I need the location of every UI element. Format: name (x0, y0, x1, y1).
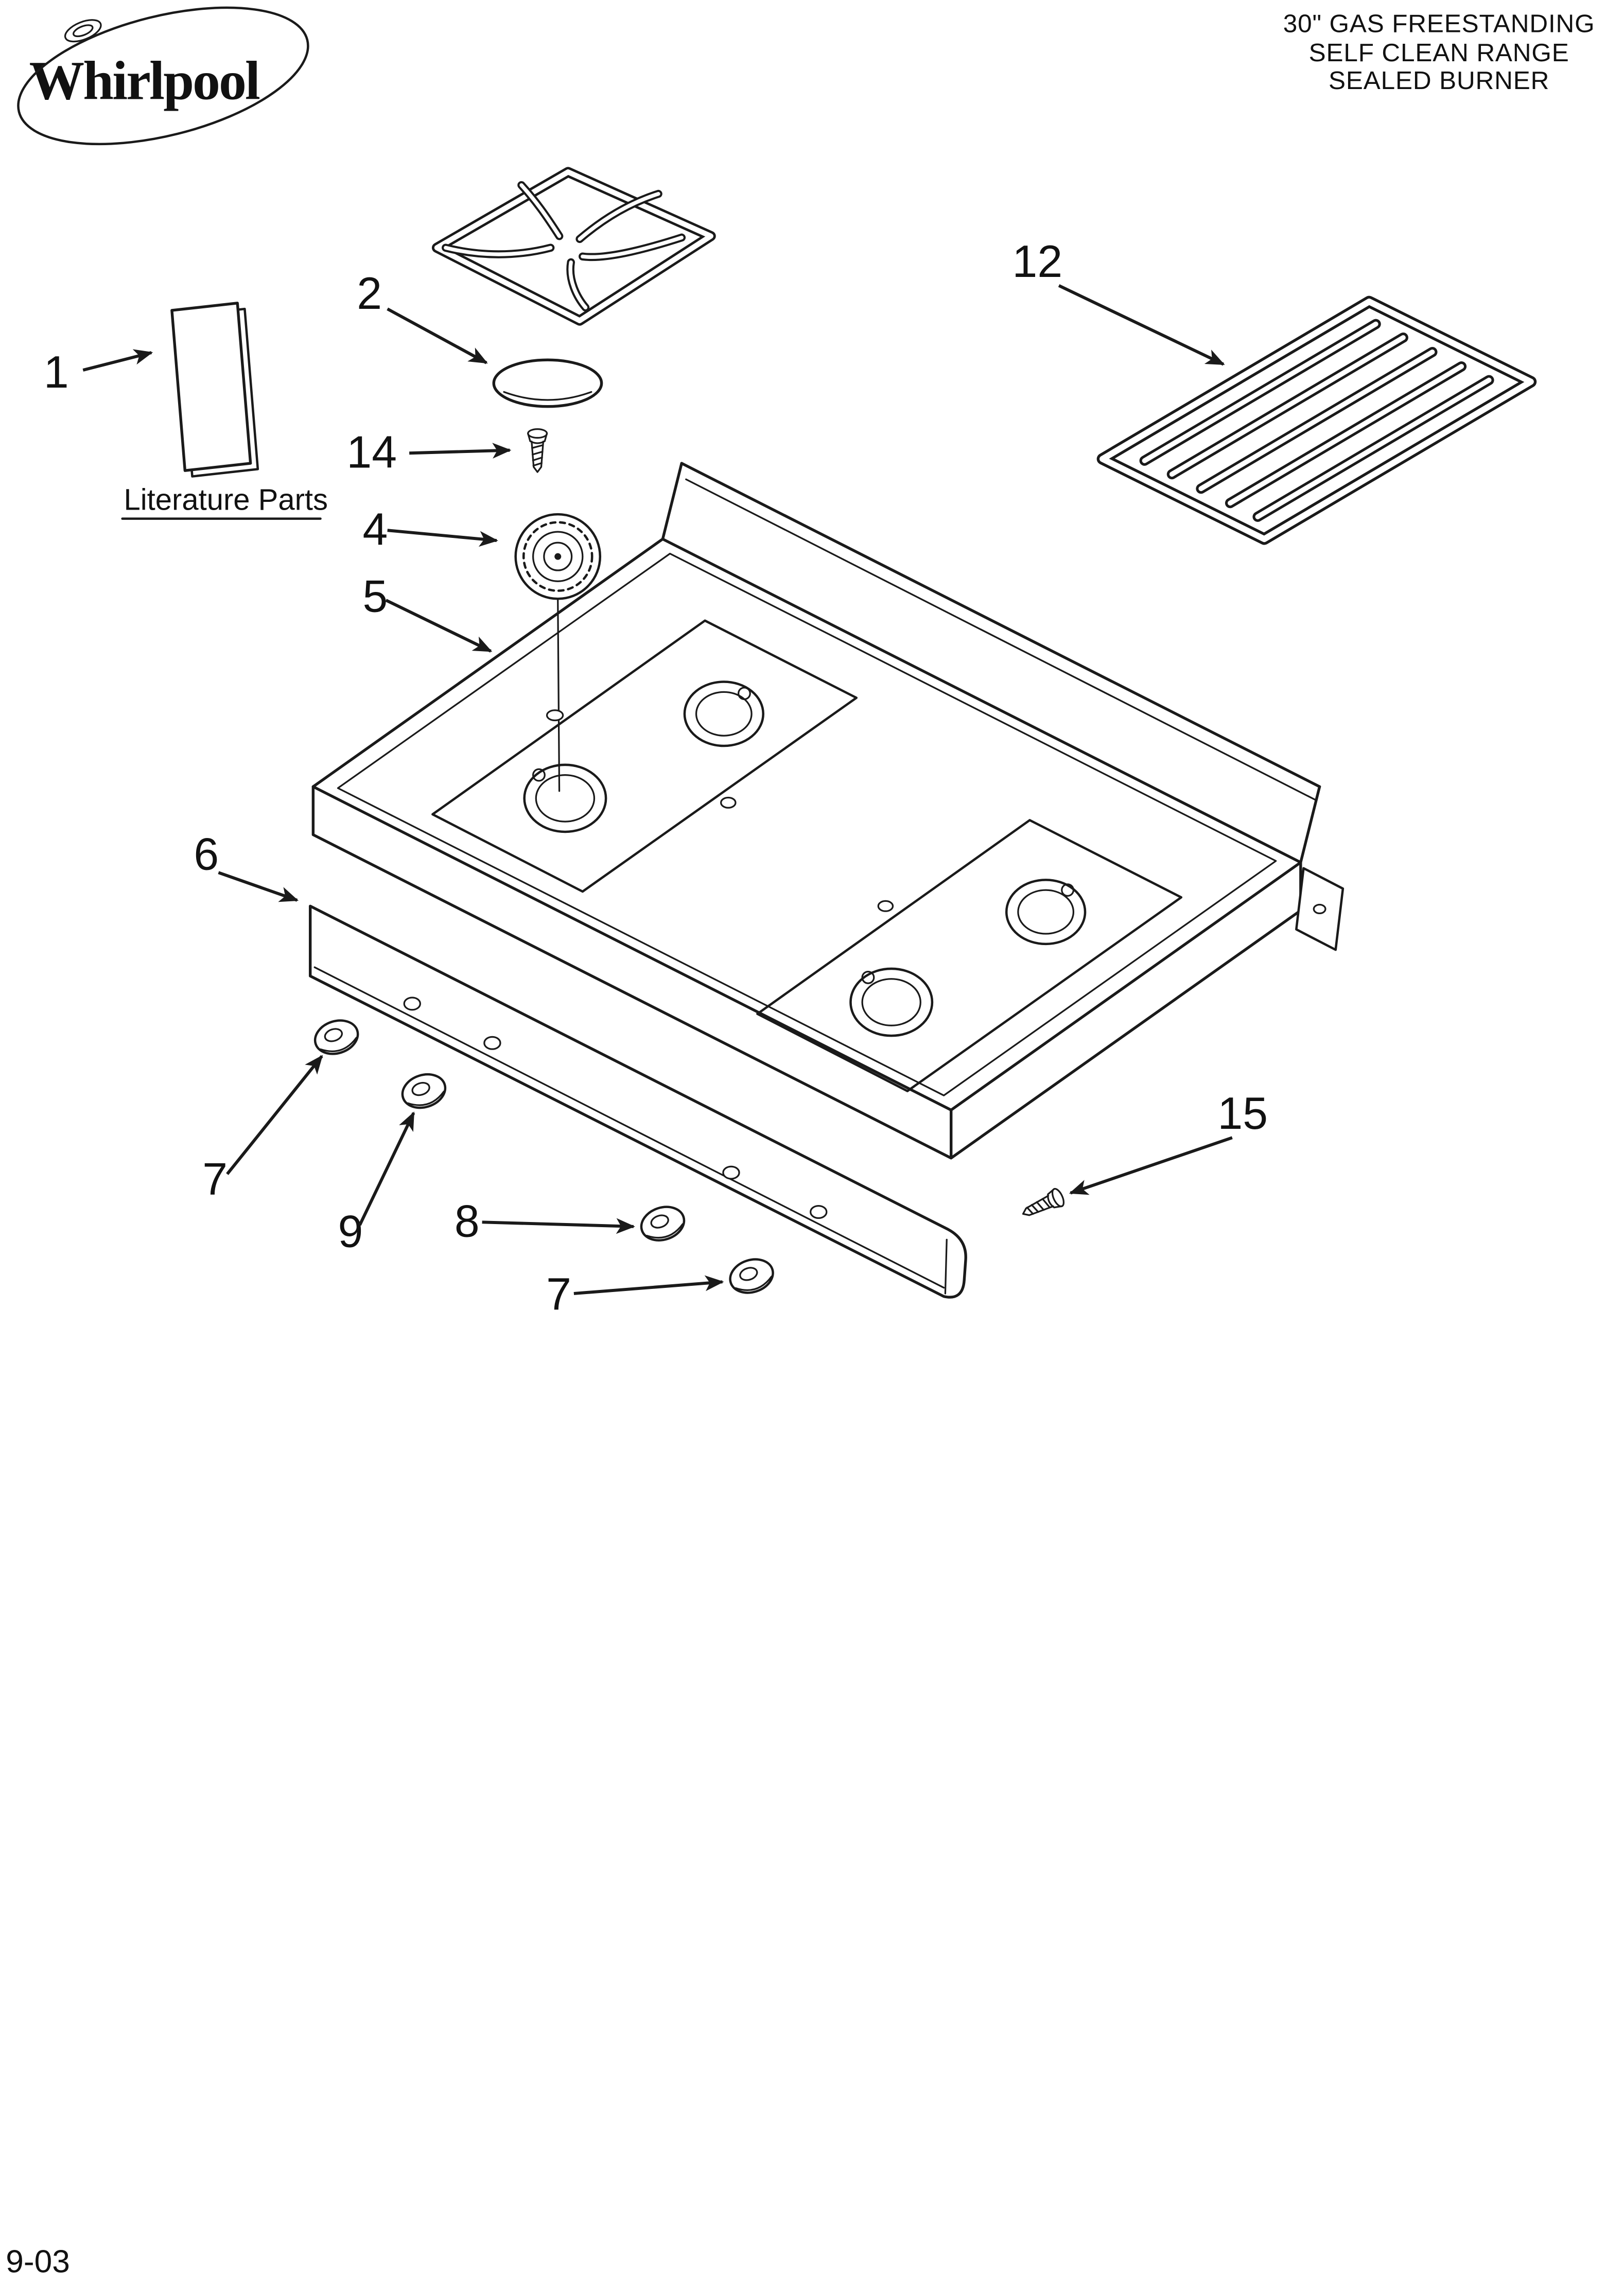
control-panel (309, 904, 967, 1299)
callout-1-arrow (82, 349, 153, 372)
small-grate-fingers (442, 181, 686, 312)
screw-15 (1018, 1186, 1067, 1224)
callout-14-arrow (409, 443, 512, 459)
callout-12-arrow (1058, 284, 1225, 366)
callout-15-arrow (1069, 1136, 1233, 1195)
burner-back-left (683, 680, 764, 747)
igniter-icon (532, 768, 546, 782)
logo-swirl-inner-icon (73, 24, 94, 38)
burner-cap-shade (503, 391, 592, 401)
knob-hole (722, 1165, 740, 1180)
literature-parts-label: Literature Parts (124, 483, 328, 517)
callout-7b-arrow (573, 1275, 724, 1295)
knob-2 (398, 1069, 449, 1113)
logo-ellipse-icon (17, 6, 309, 146)
burner-assembly-group: 4 (363, 504, 602, 792)
page-header: 30" GAS FREESTANDING SELF CLEAN RANGE SE… (1283, 10, 1595, 95)
igniter-icon (737, 687, 751, 701)
control-panel-fold-line (313, 966, 945, 1289)
large-grate-rails (1139, 319, 1494, 522)
whirlpool-logo: Whirlpool (17, 6, 309, 146)
backsplash-ends (661, 462, 1321, 864)
burner-locator-line (557, 599, 561, 792)
callout-5-arrow (385, 599, 493, 653)
footer-revision: 9-03 (6, 2244, 70, 2279)
callout-6-label: 6 (194, 829, 219, 880)
header-line-2: SELF CLEAN RANGE (1309, 39, 1569, 67)
header-line-3: SEALED BURNER (1329, 66, 1549, 95)
knob-1 (311, 1015, 362, 1059)
sealed-burner (514, 513, 602, 600)
knob-3 (637, 1201, 688, 1245)
knob-4 (726, 1254, 777, 1298)
burner-center (554, 553, 562, 560)
right-burner-well (756, 819, 1183, 1092)
cooktop-group: 5 (311, 462, 1344, 1160)
cooktop-inner-rim (337, 552, 1277, 1096)
burner-back-right (1005, 879, 1087, 946)
large-grate-group: 12 (1012, 236, 1537, 545)
small-grate-frame (431, 167, 716, 326)
callout-14-label: 14 (346, 427, 397, 478)
callout-7a-arrow (226, 1055, 323, 1175)
callout-9-arrow (358, 1111, 415, 1226)
backsplash-flange-line (685, 478, 1316, 801)
literature-parts-group: 1 Literature Parts (44, 302, 328, 520)
callout-2-label: 2 (357, 268, 382, 319)
igniter-icon (1061, 883, 1075, 897)
brand-wordmark: Whirlpool (29, 50, 260, 112)
callout-8-arrow (482, 1218, 635, 1234)
igniter-icon (861, 970, 875, 984)
control-panel-end-line (944, 1238, 948, 1295)
mount-hole (720, 796, 737, 809)
callout-2-arrow (387, 307, 488, 364)
cooktop-silhouette (313, 463, 1320, 1158)
left-burner-well (431, 619, 858, 893)
callout-4-arrow (387, 529, 498, 547)
callout-9-label: 9 (338, 1206, 363, 1256)
callout-5-label: 5 (363, 571, 388, 622)
burner-front-right (849, 967, 934, 1037)
side-trim-hole (1313, 903, 1326, 915)
callout-7a-label: 7 (202, 1154, 228, 1204)
small-burner-grate-group: 2 (357, 167, 716, 408)
knob-hole (810, 1204, 828, 1219)
knob-hole (483, 1036, 501, 1050)
callout-12-label: 12 (1012, 236, 1063, 287)
burner-cap (492, 358, 603, 408)
callout-8-label: 8 (455, 1196, 480, 1247)
screw-15-group: 15 (1018, 1088, 1268, 1224)
knobs-group: 7 9 8 7 (202, 1015, 777, 1319)
mount-hole (546, 709, 564, 722)
backsplash-top-edge (680, 462, 1321, 788)
burner-front-left (523, 763, 607, 833)
literature-booklet (170, 302, 252, 472)
callout-4-label: 4 (363, 504, 388, 555)
knob-hole (403, 997, 421, 1011)
callout-7b-label: 7 (546, 1269, 571, 1319)
callout-1-label: 1 (44, 347, 69, 397)
burner-ports-ring (522, 521, 593, 592)
header-line-1: 30" GAS FREESTANDING (1283, 10, 1595, 38)
control-panel-group: 6 (194, 829, 967, 1299)
screw-14 (527, 428, 548, 473)
mount-hole (877, 900, 894, 912)
callout-15-label: 15 (1218, 1088, 1268, 1139)
callout-6-arrow (218, 871, 299, 902)
screw-14-group: 14 (346, 427, 548, 478)
